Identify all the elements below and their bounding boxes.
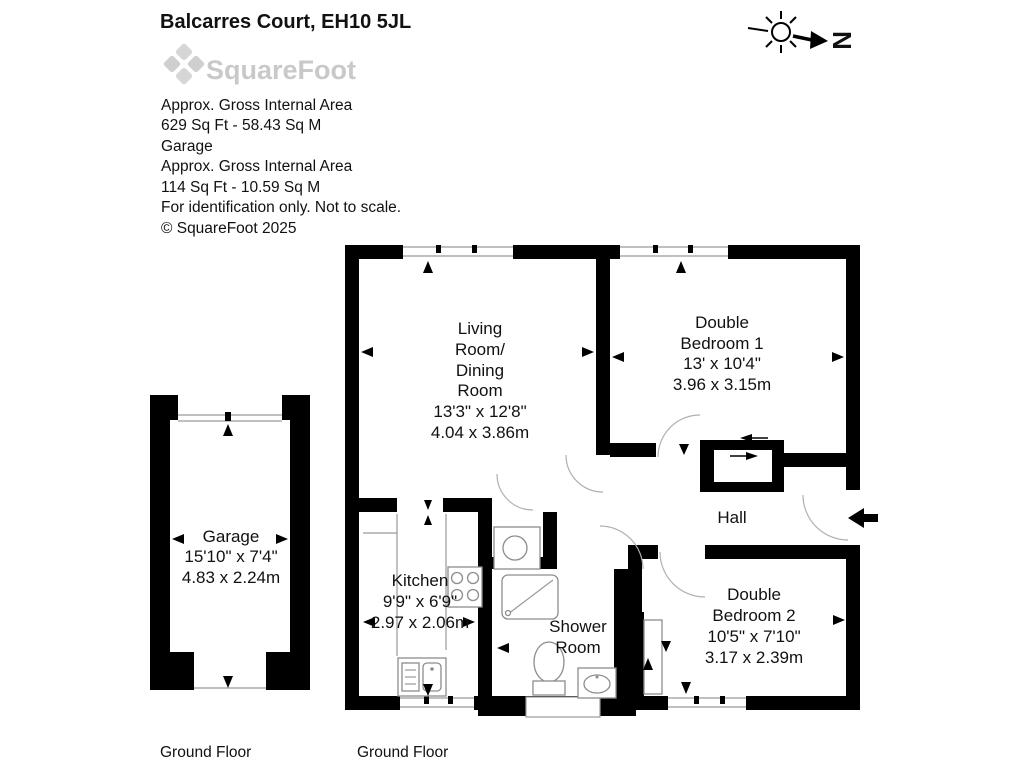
info-line: Garage [161,138,213,155]
room-garage: Garage 15'10" x 7'4" 4.83 x 2.24m [182,527,280,587]
room-dims-m: 4.04 x 3.86m [431,423,529,442]
info-line: Approx. Gross Internal Area [161,158,353,175]
info-line: 629 Sq Ft - 58.43 Sq M [161,117,321,134]
room-label: Living [458,319,502,338]
room-dims-ft: 15'10" x 7'4" [184,547,277,566]
sink-icon [397,657,447,697]
room-label: Room [555,638,600,657]
room-dims-m: 3.17 x 2.39m [705,648,803,667]
room-dims-ft: 13'3" x 12'8" [433,402,526,421]
room-label: Double [727,585,781,604]
bedroom1-door-arc [657,414,701,458]
room-label: Garage [203,527,260,546]
room-dims-ft: 10'5" x 7'10" [707,627,800,646]
shower-tray-icon [501,574,559,620]
north-arrowhead-icon [810,31,828,49]
room-bedroom2: Double Bedroom 2 10'5" x 7'10" 3.17 x 2.… [705,585,803,667]
bedroom2-door-arc [659,551,706,598]
room-kitchen: Kitchen 9'9" x 6'9" 2.97 x 2.06m [371,571,469,632]
room-dims-m: 4.83 x 2.24m [182,568,280,587]
toilet-icon [532,641,566,696]
room-hall: Hall [717,508,746,527]
kitchen-hall-door-arc [496,473,534,511]
hall-cupboard-detail [730,434,768,460]
north-arrow-shaft [792,34,813,42]
room-label: Shower [549,617,607,636]
sun-icon [771,22,791,42]
flat-windows [400,245,860,718]
room-label: Hall [717,508,746,527]
floor-label-garage: Ground Floor [160,744,251,761]
garage-plan: Garage 15'10" x 7'4" 4.83 x 2.24m [150,395,310,690]
info-block: Approx. Gross Internal Area 629 Sq Ft - … [161,97,401,237]
flat-doors [496,414,878,598]
room-label: Room [457,381,502,400]
page-title: Balcarres Court, EH10 5JL [160,11,411,33]
room-bedroom1: Double Bedroom 1 13' x 10'4" 3.96 x 3.15… [673,313,771,394]
info-line: For identification only. Not to scale. [161,199,401,216]
shower-door-arc [599,525,644,570]
squarefoot-logo: SquareFoot [163,43,356,85]
bedroom2-wardrobe [643,619,663,695]
room-label: Bedroom 2 [712,606,795,625]
room-label: Kitchen [392,571,449,590]
north-label: N [827,31,857,50]
room-shower: Shower Room [549,617,607,657]
kitchen-fixtures [363,514,541,697]
rear-step [525,696,601,718]
room-dims-ft: 9'9" x 6'9" [383,592,457,611]
room-living: Living Room/ Dining Room 13'3" x 12'8" 4… [431,319,529,442]
room-label: Bedroom 1 [680,334,763,353]
room-dims-m: 2.97 x 2.06m [371,613,469,632]
north-arrow: N [747,11,857,53]
room-dims-m: 3.96 x 3.15m [673,375,771,394]
basin-icon [577,667,617,699]
room-label: Dining [456,361,504,380]
entrance-arrow-icon [848,508,878,528]
dimension-arrows [361,261,845,696]
squarefoot-logo-icon [163,43,205,85]
floor-label-flat: Ground Floor [357,744,448,761]
room-label: Double [695,313,749,332]
info-line: © SquareFoot 2025 [161,220,297,237]
room-dims-ft: 13' x 10'4" [683,354,761,373]
entrance-door-arc [802,494,849,541]
room-label: Room/ [455,340,505,359]
squarefoot-logo-text: SquareFoot [206,55,356,85]
info-line: 114 Sq Ft - 10.59 Sq M [161,179,320,196]
info-line: Approx. Gross Internal Area [161,97,353,114]
shower-room-fixtures [501,574,617,699]
living-door-arc [565,454,604,493]
